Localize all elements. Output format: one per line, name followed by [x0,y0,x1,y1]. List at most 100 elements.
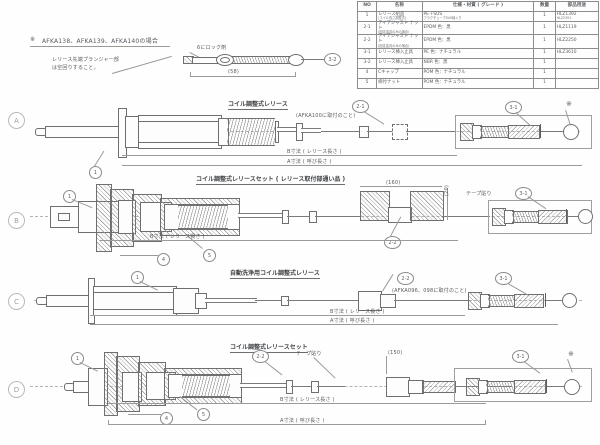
parts-row-name: レリース組品(コイル長さ調整式) [376,11,423,22]
row-c-balloon-3-1[interactable]: 3-1 [495,272,512,285]
row-d-end-cable [547,385,565,387]
row-a-end-stop [540,124,541,138]
parts-row-spec: EPDM 色：黒 [421,34,535,49]
lock-note-label: 6にロック剤 [197,45,227,51]
row-d-tape-leader [313,357,336,379]
parts-row-name: レリース挿入止具 [376,57,423,69]
parts-row-no: 1 [356,11,378,22]
row-b-spring [178,205,228,229]
parts-table-header-name: 名称 [376,1,423,12]
row-a-spring [227,118,275,146]
row-d-balloon-1[interactable]: 1 [71,352,84,365]
parts-row-name: レリース挿入止具 [376,47,423,59]
row-a-barrel-inner [138,121,222,143]
detail-dim-line [190,76,296,77]
balloon-3-2[interactable]: 3-2 [324,53,341,66]
parts-row-use [554,77,600,89]
parts-row-qty: 1 [533,11,556,22]
row-b-balloon-4[interactable]: 4 [157,253,170,266]
row-d-leader-4 [128,414,161,415]
row-label-c: C [8,293,25,310]
row-b-end-cable [567,215,581,217]
row-a-balloon-1[interactable]: 1 [89,166,102,179]
row-a-dim-b-line [122,155,457,156]
row-a-cable-2 [367,130,397,132]
row-b-cable-2 [315,215,360,217]
row-d-tape-wrap [422,381,456,393]
parts-row-no: 3-2 [356,57,378,69]
detail-dim-value: (58) [228,69,240,75]
row-d-dim-a-line [108,424,486,425]
row-a-end-cable [541,130,565,132]
row-b-balloon-5[interactable]: 5 [203,249,216,262]
detail-sleeve [192,56,218,64]
parts-row-qty: 1 [533,77,556,89]
parts-table-header-no: NO [356,1,378,12]
row-d-balloon-3-1[interactable]: 3-1 [512,350,529,363]
parts-row-no: 5 [356,77,378,89]
row-a-end-coil [480,126,508,138]
row-c-end-taper [514,294,544,308]
row-c-dim-b-label: B寸法 ( レリース長さ ) [330,309,385,315]
detail-cable [301,58,325,60]
top-note-text: AFKA138、AFKA139、AFKA140の場合 [42,38,159,45]
row-c-balloon-1[interactable]: 1 [131,271,144,284]
row-c-note: (AFKA096、098に取付のこと) [392,288,467,294]
row-d-collar [286,380,293,394]
row-b-balloon-2-2[interactable]: 2-2 [384,236,401,249]
row-a-dim-a-line [122,165,582,166]
row-d-dim-a-label: A寸法 ( 呼び長さ ) [280,418,325,424]
row-b-tape-note: テープ貼り [466,191,492,197]
row-a-leader-1 [94,150,105,167]
row-c-cable-3 [394,299,470,301]
row-d-end-ring [564,379,580,395]
row-b-centerline [30,216,580,217]
row-a-spring-end [275,121,279,143]
row-c-endcap [173,288,199,314]
row-b-collar [282,210,289,224]
row-a-balloon-3-1[interactable]: 3-1 [505,101,522,114]
row-d-detail-frame [454,368,592,402]
row-c-centerline [34,300,582,301]
detail-end-ring [288,54,304,66]
row-d-balloon-2-2[interactable]: 2-2 [252,350,269,363]
row-c-balloon-2-2[interactable]: 2-2 [397,272,414,285]
row-d-title: コイル調整式レリースセット [230,344,308,353]
row-c-cable-2 [287,299,361,301]
row-a-plunger-rod [45,126,122,138]
row-a-tube [277,127,299,132]
row-c-cable [255,299,281,301]
row-b-end-ring [578,209,593,224]
top-note-leader [112,55,172,74]
row-a-balloon-2-1[interactable]: 2-1 [352,100,369,113]
row-b-block-right [410,191,444,221]
row-d-star: ※ [568,350,574,358]
parts-row-name: Cキャップ [376,67,423,79]
row-d-cable-2 [317,385,345,387]
row-a-tube-2 [301,128,321,133]
row-b-end-stop [566,209,567,223]
row-d-spring [182,375,230,397]
parts-row-spec: NBR 色：黒 [421,57,535,69]
row-d-ferrule [311,381,319,393]
row-a-end-ring [563,124,579,140]
parts-row-qty: 1 [533,47,556,59]
row-b-dim-b-line [100,240,458,241]
row-d-dim-a-tick-left [108,420,109,425]
row-b-title: コイル調整式レリースセット ( レリース取付部通い品 ) [196,176,346,185]
parts-table-header-row: NO 名称 仕様・材質 ( グレード ) 数量 部品用途 [356,1,600,12]
row-b-dim20-ext [447,188,448,220]
row-b-leader-4 [120,255,158,256]
row-b-dim-160: (160) [386,180,401,186]
row-d-balloon-5[interactable]: 5 [197,408,210,421]
row-c-end-stop [545,293,546,307]
row-d-centerline [30,386,582,387]
top-note-callout-line2: は空回りすること。 [52,65,99,71]
row-c-dim-a-line [90,324,558,325]
row-a-hidden-detail [392,124,408,140]
row-a-star: ※ [566,100,572,108]
row-a-note: (AFKA100に取付のこと) [296,113,356,119]
